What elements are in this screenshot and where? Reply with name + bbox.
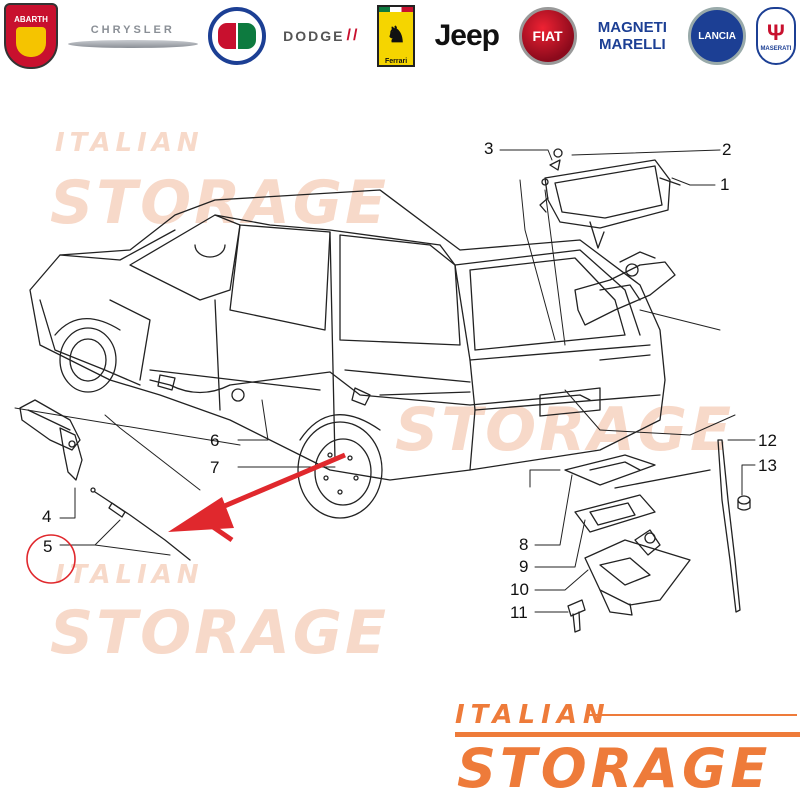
part-13-bump-stop	[737, 495, 751, 511]
tailgate-lock-mechanism	[574, 251, 676, 326]
callout-7: 7	[210, 458, 220, 477]
callout-12: 12	[758, 431, 777, 450]
lancia-badge-icon: LANCIA	[688, 7, 747, 65]
alfa-romeo-badge-icon	[207, 7, 266, 65]
part-2-screw	[553, 148, 563, 158]
logo-word-italian: ITALIAN	[455, 700, 611, 730]
watermark-mid-large: STORAGE	[395, 395, 735, 465]
watermark-bottom-large: STORAGE	[50, 598, 390, 668]
watermark-bottom-small: ITALIAN	[55, 560, 204, 590]
callout-2: 2	[722, 140, 732, 159]
watermark-top-small: ITALIAN	[55, 128, 204, 158]
callout-4: 4	[42, 507, 52, 526]
callout-6: 6	[210, 431, 220, 450]
fiat-badge-icon: FIAT	[518, 7, 577, 65]
part-11-bolt	[567, 599, 586, 633]
part-1-housing	[539, 159, 681, 249]
leader-lines	[14, 149, 756, 613]
callout-10: 10	[510, 580, 529, 599]
part-4-release-handle	[19, 399, 83, 481]
part-12-weatherstrip	[717, 439, 741, 613]
logo-word-storage: STORAGE	[457, 737, 772, 800]
italian-storage-logo: ITALIAN STORAGE	[455, 700, 800, 800]
jeep-wordmark: Jeep	[434, 19, 500, 52]
part-3-clip	[549, 159, 561, 171]
callout-13: 13	[758, 456, 777, 475]
part-8-lock-plate	[564, 454, 711, 489]
callout-5-highlight-circle	[26, 534, 76, 584]
magneti-marelli-wordmark: MAGNETI MARELLI	[597, 19, 667, 53]
logo-bar	[455, 732, 800, 737]
watermark-top-large: STORAGE	[50, 168, 390, 238]
callout-1: 1	[720, 175, 730, 194]
callout-8: 8	[519, 535, 529, 554]
callout-9: 9	[519, 557, 529, 576]
logo-underline	[587, 714, 797, 716]
release-cable-route	[149, 371, 591, 406]
part-10-latch	[584, 529, 691, 616]
dodge-stripes-icon: DODGE//	[283, 27, 360, 44]
brand-logo-bar: ABARTH CHRYSLER DODGE// ♞ Ferrari Jeep F…	[0, 0, 800, 72]
abarth-shield-icon: ABARTH	[4, 3, 58, 69]
maserati-trident-icon: Ψ MASERATI	[755, 7, 796, 65]
prancing-horse-icon: ♞ Ferrari	[377, 5, 416, 67]
callout-5: 5	[43, 537, 53, 556]
chrysler-wing-icon: CHRYSLER	[67, 16, 198, 56]
highlight-arrow	[168, 452, 346, 543]
part-5-release-cable	[90, 487, 191, 561]
callout-11: 11	[510, 603, 528, 622]
part-9-handle-bracket	[574, 494, 656, 533]
callout-3: 3	[484, 139, 494, 158]
exploded-parts-diagram	[14, 148, 756, 633]
car-body-outline	[29, 189, 666, 519]
